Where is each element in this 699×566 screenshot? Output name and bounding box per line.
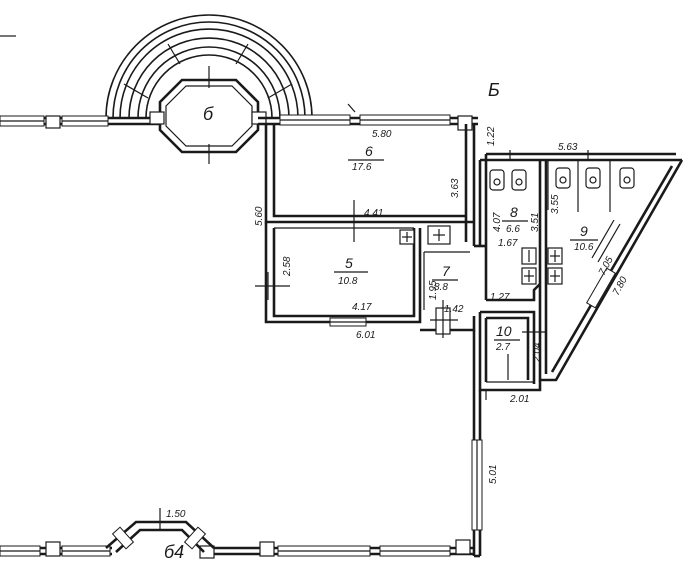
room-7-number: 7 — [442, 263, 451, 279]
room-9-area: 10.6 — [574, 242, 594, 253]
room-10-area: 2.7 — [495, 342, 510, 353]
dim-501: 5.01 — [488, 465, 499, 484]
dim-167: 1.67 — [498, 238, 518, 249]
dim-563: 5.63 — [558, 142, 578, 153]
section-marker-b: Б — [488, 80, 500, 100]
room-6-area: 17.6 — [352, 162, 372, 173]
room-8 — [480, 150, 682, 302]
dim-150: 1.50 — [166, 509, 186, 520]
dim-601: 6.01 — [356, 330, 375, 341]
top-wall — [0, 111, 478, 131]
room-7-area: 8.8 — [434, 282, 448, 293]
room-8-area: 6.6 — [506, 224, 520, 235]
dim-122: 1.22 — [486, 126, 497, 146]
room-10 — [478, 310, 546, 392]
dim-417: 4.17 — [352, 302, 372, 313]
dim-363: 3.63 — [450, 178, 461, 198]
room-9 — [538, 159, 684, 382]
dim-580: 5.80 — [372, 129, 392, 140]
dim-204: 2.04 — [532, 342, 543, 363]
dim-258: 2.58 — [282, 256, 293, 277]
room-10-number: 10 — [496, 323, 512, 339]
top-bay — [105, 14, 313, 164]
main-hall — [0, 330, 487, 559]
room-8-number: 8 — [510, 204, 518, 220]
dim-142: 1.42 — [444, 304, 464, 315]
top-bay-label: б — [203, 104, 214, 124]
room-7 — [420, 160, 488, 338]
room-9-number: 9 — [580, 223, 588, 239]
bottom-bay — [105, 508, 215, 553]
room-6-number: 6 — [365, 143, 373, 159]
dim-195: 1.95 — [428, 280, 439, 300]
bottom-bay-label: б4 — [164, 542, 184, 562]
dim-355: 3.55 — [550, 194, 561, 214]
room-5-area: 10.8 — [338, 276, 358, 287]
dim-127: 1.27 — [490, 292, 510, 303]
dim-201: 2.01 — [509, 394, 529, 405]
dim-560: 5.60 — [254, 206, 265, 226]
room-5-number: 5 — [345, 255, 353, 271]
room-6 — [264, 103, 476, 246]
dim-351: 3.51 — [530, 213, 541, 232]
room-5 — [255, 200, 422, 327]
dim-407: 4.07 — [492, 212, 503, 232]
dim-441: 4.41 — [364, 208, 383, 219]
